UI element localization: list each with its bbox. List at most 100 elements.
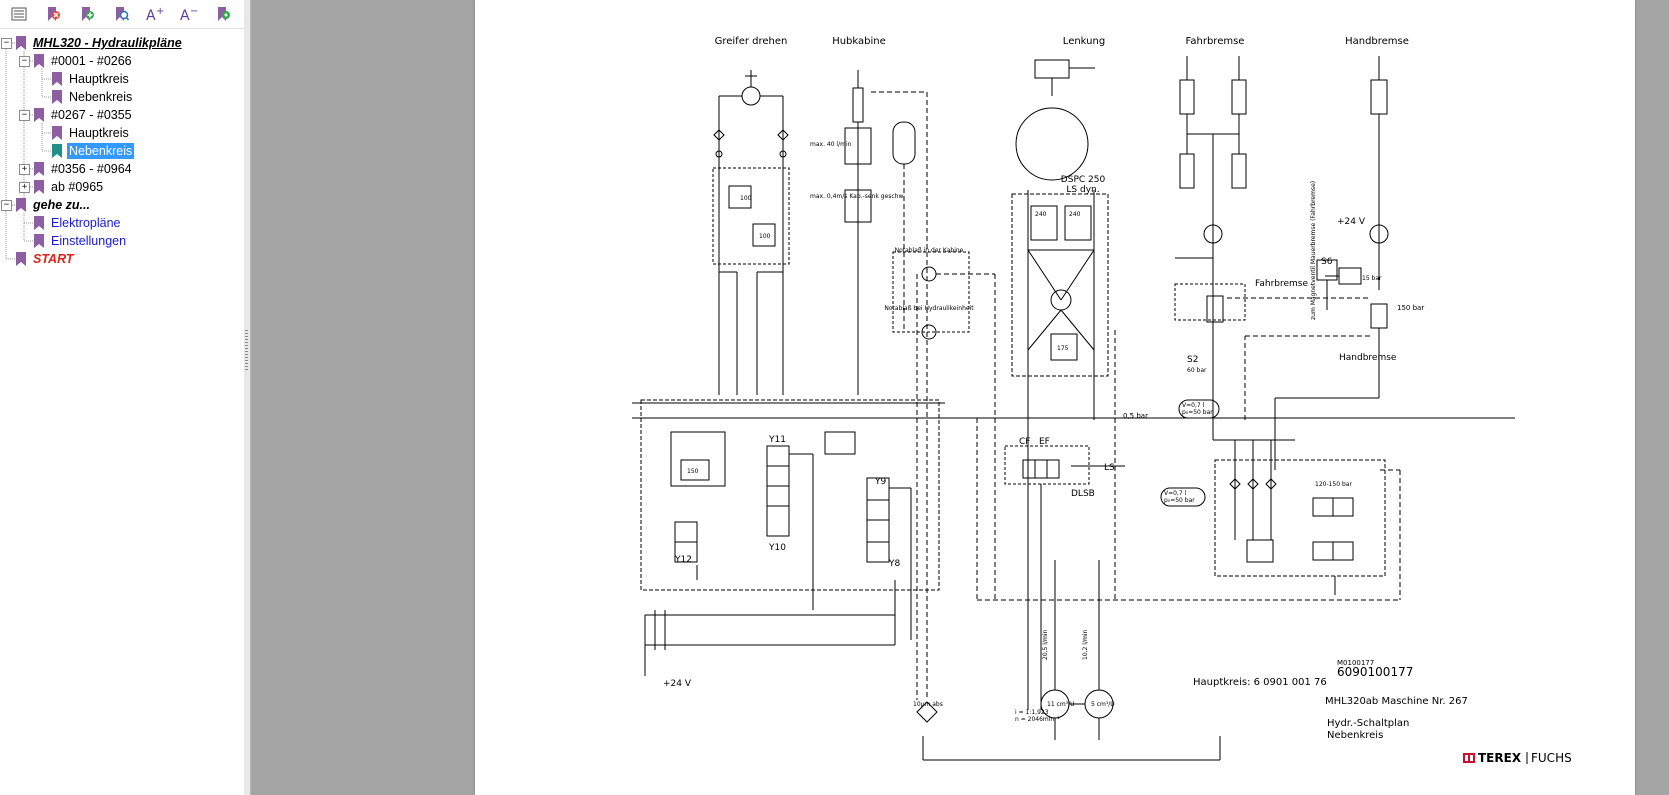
- tree-item-group[interactable]: ab #0965: [34, 178, 105, 196]
- label-acc1: V=0,7 l: [1182, 402, 1205, 409]
- label-plus24b: +24 V: [1337, 217, 1366, 227]
- expand-toggle[interactable]: +: [19, 164, 30, 175]
- options-menu-icon[interactable]: [2, 2, 36, 26]
- label-bar150: 150 bar: [1397, 304, 1424, 312]
- label-y11: Y11: [768, 435, 786, 445]
- splitter-grip[interactable]: [245, 330, 248, 370]
- collapse-toggle[interactable]: −: [1, 38, 12, 49]
- tree-label-g3: #0356 - #0964: [51, 162, 132, 176]
- enlarge-text-icon[interactable]: A+: [138, 2, 172, 26]
- tree-item-group[interactable]: #0356 - #0964: [34, 160, 134, 178]
- tree-item-hauptkreis[interactable]: Hauptkreis: [52, 70, 131, 88]
- tree-label-g1a: Hauptkreis: [69, 72, 129, 86]
- tree-item-einstellungen[interactable]: Einstellungen: [34, 232, 128, 250]
- hydraulic-schematic: Greifer drehen Hubkabine Lenkung Fahrbre…: [632, 36, 1572, 765]
- logo-fuchs: FUCHS: [1531, 751, 1572, 765]
- terex-fuchs-logo: TEREX FUCHS: [1463, 751, 1572, 765]
- label-handbremse: Handbremse: [1345, 36, 1409, 47]
- label-y8: Y8: [888, 559, 900, 569]
- svg-text:−: −: [190, 6, 198, 17]
- label-max04: max. 0,4m/s Kab.-senk geschw.: [810, 193, 905, 200]
- tree-label-g2b: Nebenkreis: [67, 143, 135, 159]
- expand-toggle[interactable]: +: [19, 182, 30, 193]
- bookmarks-panel: A+ A−: [0, 0, 245, 795]
- label-docno: 6090100177: [1337, 665, 1413, 679]
- tree-label-g1: #0001 - #0266: [51, 54, 132, 68]
- label-valve-100b: 100: [759, 233, 771, 240]
- svg-text:A: A: [146, 8, 156, 22]
- tree-label-goto: gehe zu...: [33, 198, 90, 212]
- label-docno-small: M0100177: [1337, 659, 1374, 667]
- tree-item-start[interactable]: START: [16, 250, 76, 268]
- bookmark-properties-icon[interactable]: [206, 2, 240, 26]
- label-valve-100a: 100: [740, 195, 752, 202]
- document-page: Greifer drehen Hubkabine Lenkung Fahrbre…: [475, 0, 1635, 795]
- tree-item-root[interactable]: MHL320 - Hydraulikpläne: [16, 34, 184, 52]
- label-bar60: 60 bar: [1187, 367, 1207, 374]
- label-plus24a: +24 V: [663, 679, 692, 689]
- find-bookmark-icon[interactable]: [104, 2, 138, 26]
- bookmark-icon: [34, 234, 44, 248]
- tree-item-goto[interactable]: gehe zu...: [16, 196, 92, 214]
- label-filter: 10µm abs: [913, 701, 943, 708]
- label-title1: Hydr.-Schaltplan: [1327, 718, 1409, 729]
- bookmark-icon: [34, 162, 44, 176]
- tree-item-group[interactable]: #0001 - #0266: [34, 52, 134, 70]
- label-bar05: 0,5 bar: [1123, 412, 1148, 420]
- svg-text:A: A: [180, 8, 190, 22]
- label-s6: S6: [1321, 257, 1333, 267]
- label-title2: Nebenkreis: [1327, 730, 1383, 741]
- label-fahrbremse: Fahrbremse: [1186, 36, 1245, 47]
- bookmark-icon: [52, 90, 62, 104]
- tree-item-group[interactable]: #0267 - #0355: [34, 106, 134, 124]
- label-ls: LS: [1104, 463, 1115, 473]
- bookmark-icon: [16, 36, 26, 50]
- label-notab-kabine: Notablaß in der Kabine: [895, 247, 964, 254]
- tree-label-g1b: Nebenkreis: [69, 90, 133, 104]
- label-valve-150: 150: [687, 468, 699, 475]
- label-y9: Y9: [874, 477, 886, 487]
- label-max40: max. 40 l/min: [810, 141, 852, 148]
- label-hauptkreis-ref: Hauptkreis: 6 0901 001 76: [1193, 677, 1327, 688]
- label-wire-note: zum Magnetventil Mauerbremse (Fahrbremse…: [1310, 181, 1317, 320]
- label-acc1b: p₀=50 bar: [1182, 409, 1213, 416]
- delete-bookmark-icon[interactable]: [36, 2, 70, 26]
- add-bookmark-icon[interactable]: [70, 2, 104, 26]
- tree-label-goto-b: Einstellungen: [51, 234, 127, 248]
- collapse-toggle[interactable]: −: [1, 200, 12, 211]
- tree-label-g2: #0267 - #0355: [51, 108, 132, 122]
- bookmark-icon: [34, 216, 44, 230]
- label-ef: EF: [1039, 437, 1050, 447]
- label-valve-240b: 240: [1069, 211, 1081, 218]
- tree-label-start: START: [33, 252, 74, 266]
- label-handbremse2: Handbremse: [1339, 353, 1397, 363]
- label-ratio: i = 1:1,923: [1015, 709, 1049, 716]
- label-flow2: 10,2 l/min: [1082, 630, 1089, 660]
- bookmark-icon: [34, 108, 44, 122]
- tree-item-hauptkreis[interactable]: Hauptkreis: [52, 124, 131, 142]
- bookmark-icon: [52, 126, 62, 140]
- label-y12: Y12: [674, 555, 692, 565]
- collapse-toggle[interactable]: −: [19, 110, 30, 121]
- tree-label-g4: ab #0965: [51, 180, 104, 194]
- reduce-text-icon[interactable]: A−: [172, 2, 206, 26]
- label-lenkung: Lenkung: [1063, 36, 1105, 47]
- collapse-toggle[interactable]: −: [19, 56, 30, 67]
- label-dspc: DSPC 250: [1061, 175, 1106, 185]
- label-dlsb: DLSB: [1071, 489, 1095, 499]
- label-greifer-drehen: Greifer drehen: [715, 36, 788, 47]
- bookmark-icon: [16, 198, 26, 212]
- label-bar120: 120-150 bar: [1315, 481, 1352, 488]
- bookmark-icon: [34, 54, 44, 68]
- panel-splitter[interactable]: [244, 0, 251, 795]
- bookmark-icon: [16, 252, 26, 266]
- tree-item-nebenkreis-selected[interactable]: Nebenkreis: [52, 142, 135, 160]
- label-machine: MHL320ab Maschine Nr. 267: [1325, 696, 1468, 707]
- tree-item-elektroplaene[interactable]: Elektropläne: [34, 214, 123, 232]
- logo-terex: TEREX: [1478, 751, 1522, 765]
- bookmarks-toolbar: A+ A−: [0, 0, 244, 29]
- label-cf: CF: [1019, 437, 1030, 447]
- label-valve-240a: 240: [1035, 211, 1047, 218]
- tree-item-nebenkreis[interactable]: Nebenkreis: [52, 88, 134, 106]
- tree-label-root: MHL320 - Hydraulikpläne: [33, 36, 182, 50]
